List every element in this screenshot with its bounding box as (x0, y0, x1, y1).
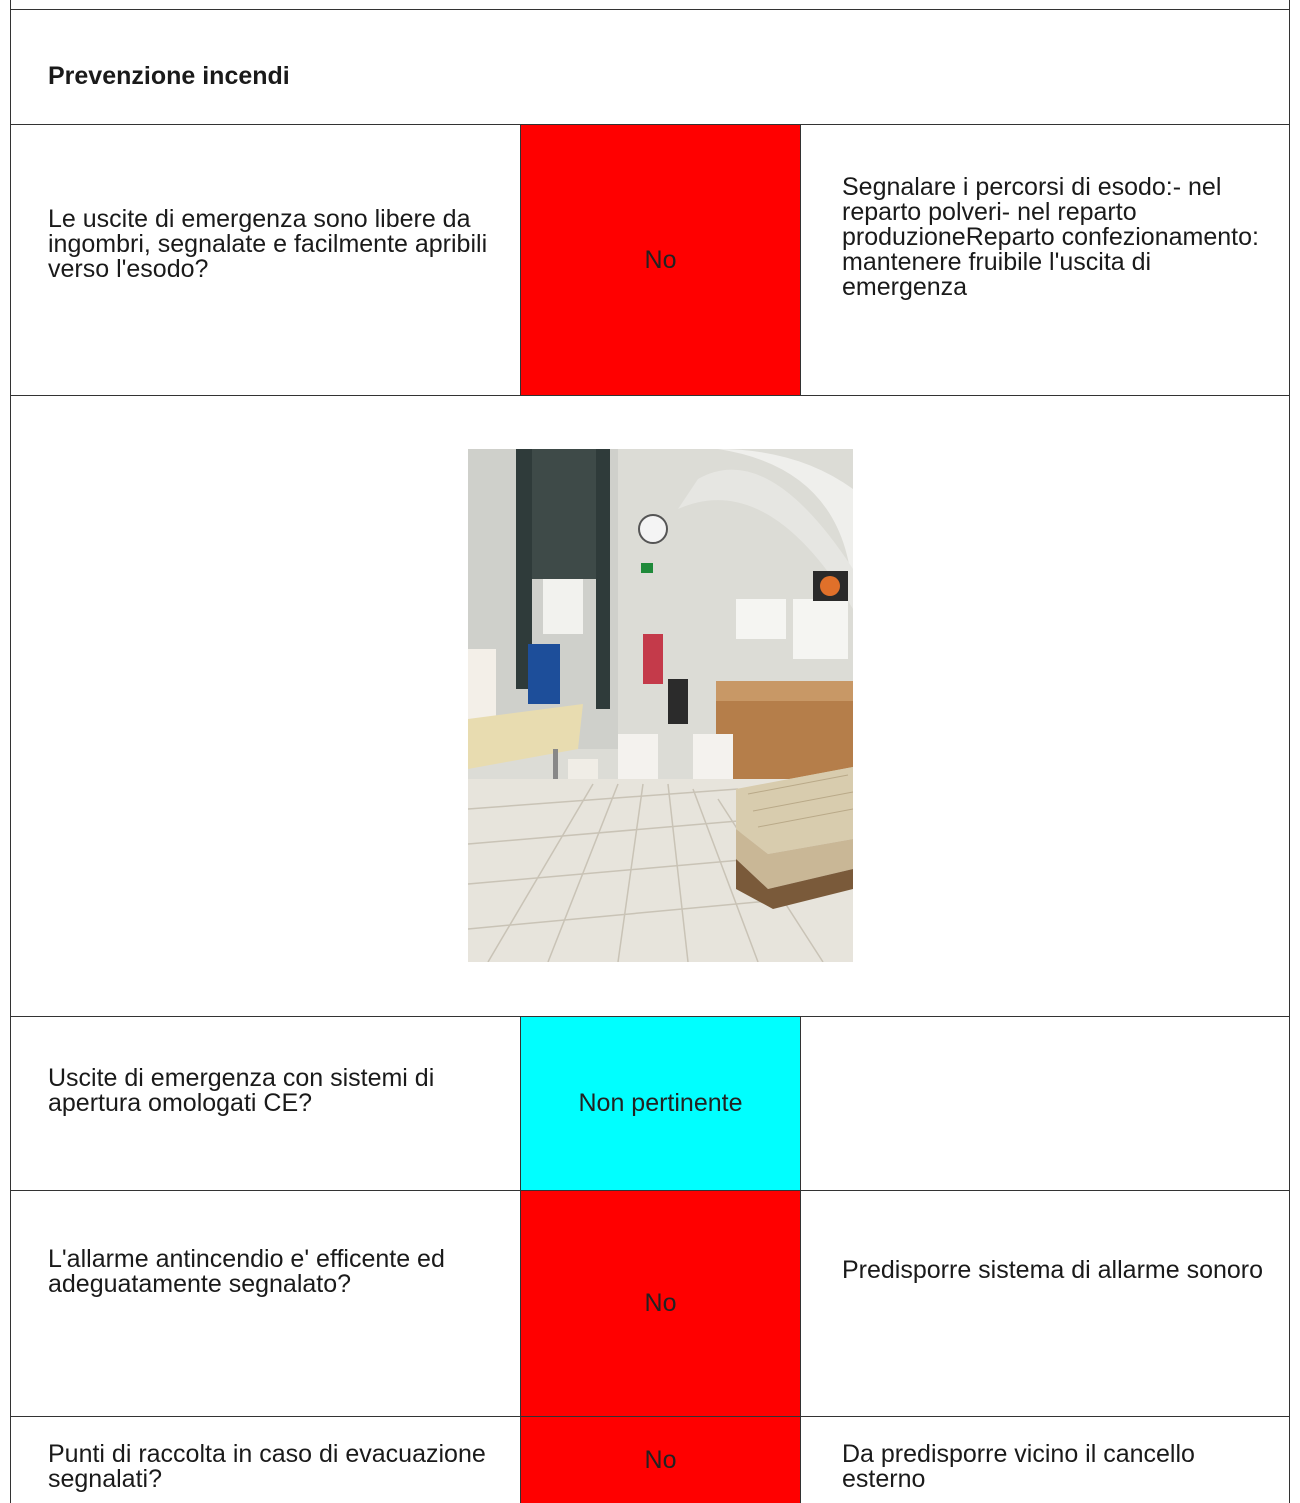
status-cell: Non pertinente (521, 1017, 800, 1190)
column-divider (520, 124, 521, 396)
action-note: Segnalare i percorsi di esodo:- nel repa… (842, 173, 1259, 301)
column-divider (800, 124, 801, 396)
frame-top-border (10, 9, 1290, 10)
column-divider (520, 1016, 521, 1503)
question-text: L'allarme antincendio e' efficente ed ad… (48, 1245, 445, 1298)
question-text: Le uscite di emergenza sono libere da in… (48, 205, 488, 283)
status-cell: No (521, 1417, 800, 1503)
status-cell: No (521, 125, 800, 395)
status-cell: No (521, 1191, 800, 1416)
column-divider (800, 1016, 801, 1503)
frame-right-border (1289, 0, 1290, 1503)
row-divider (10, 1190, 1290, 1191)
warehouse-photo (468, 449, 853, 962)
row-divider (10, 395, 1290, 396)
row-divider (10, 1416, 1290, 1417)
question-text: Punti di raccolta in caso di evacuazione… (48, 1440, 486, 1493)
question-text: Uscite di emergenza con sistemi di apert… (48, 1064, 435, 1117)
row-divider (10, 124, 1290, 125)
row-divider (10, 1016, 1290, 1017)
action-note: Da predisporre vicino il cancello estern… (842, 1440, 1195, 1493)
section-title: Prevenzione incendi (48, 62, 290, 90)
frame-left-border (10, 0, 11, 1503)
action-note: Predisporre sistema di allarme sonoro (842, 1256, 1264, 1284)
